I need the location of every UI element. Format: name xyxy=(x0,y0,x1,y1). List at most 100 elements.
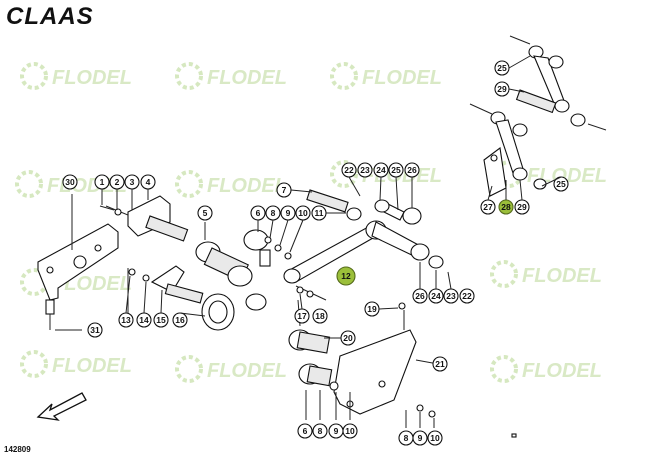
callout-label: 26 xyxy=(407,165,417,175)
callout-label: 25 xyxy=(391,165,401,175)
callout-27-inset[interactable]: 27 xyxy=(480,199,496,215)
callout-7[interactable]: 7 xyxy=(276,182,292,198)
lower-bracket-21 xyxy=(333,302,439,415)
callout-label: 9 xyxy=(418,433,423,443)
callout-6[interactable]: 6 xyxy=(250,205,266,221)
callout-24-top[interactable]: 24 xyxy=(373,162,389,178)
flange-disc xyxy=(150,265,235,331)
claas-logo: CLAAS xyxy=(6,3,94,30)
watermark-tile: FLODEL xyxy=(20,62,132,90)
callout-label: 5 xyxy=(203,208,208,218)
watermark-text: FLODEL xyxy=(527,165,607,187)
callout-label: 8 xyxy=(318,426,323,436)
callout-label: 7 xyxy=(282,185,287,195)
callout-21[interactable]: 21 xyxy=(432,356,448,372)
callout-label: 10 xyxy=(430,433,440,443)
leader-lines xyxy=(101,55,562,339)
callout-17[interactable]: 17 xyxy=(294,308,310,324)
callout-12[interactable]: 12 xyxy=(336,266,356,286)
callout-label: 11 xyxy=(315,208,324,218)
direction-arrow xyxy=(36,392,87,421)
callout-2[interactable]: 2 xyxy=(109,174,125,190)
callout-label: 3 xyxy=(130,177,135,187)
callout-label: 15 xyxy=(156,315,166,325)
callout-22-top[interactable]: 22 xyxy=(341,162,357,178)
callout-label: 6 xyxy=(256,208,261,218)
callout-10-bottom-right[interactable]: 10 xyxy=(427,430,443,446)
callout-label: 16 xyxy=(175,315,185,325)
callout-13[interactable]: 13 xyxy=(118,312,134,328)
callout-28-inset[interactable]: 28 xyxy=(498,199,514,215)
callout-label: 27 xyxy=(483,202,493,212)
callout-26-top[interactable]: 26 xyxy=(404,162,420,178)
callout-6-bottom[interactable]: 6 xyxy=(297,423,313,439)
callout-label: 29 xyxy=(517,202,527,212)
callout-label: 8 xyxy=(271,208,276,218)
callout-label: 10 xyxy=(345,426,355,436)
callout-15[interactable]: 15 xyxy=(153,312,169,328)
callout-label: 22 xyxy=(344,165,354,175)
callout-8[interactable]: 8 xyxy=(265,205,281,221)
callout-18[interactable]: 18 xyxy=(312,308,328,324)
callout-label: 2 xyxy=(115,177,120,187)
callout-label: 26 xyxy=(415,291,425,301)
callout-5[interactable]: 5 xyxy=(197,205,213,221)
lower-bearings xyxy=(288,299,436,428)
callout-label: 12 xyxy=(341,271,351,281)
callout-1[interactable]: 1 xyxy=(94,174,110,190)
watermark-tile: FLODEL xyxy=(330,62,442,90)
callout-10-bottom[interactable]: 10 xyxy=(342,423,358,439)
callout-3[interactable]: 3 xyxy=(124,174,140,190)
callout-22-right[interactable]: 22 xyxy=(459,288,475,304)
mounting-bracket-30 xyxy=(37,194,119,331)
callout-8-bottom[interactable]: 8 xyxy=(312,423,328,439)
callout-16[interactable]: 16 xyxy=(172,312,188,328)
callout-8-bottom-right[interactable]: 8 xyxy=(398,430,414,446)
callout-19[interactable]: 19 xyxy=(364,301,380,317)
watermark-tile: FLODEL xyxy=(20,350,132,378)
callout-14[interactable]: 14 xyxy=(136,312,152,328)
callout-label: 24 xyxy=(376,165,386,175)
callout-label: 18 xyxy=(315,311,325,321)
callout-label: 31 xyxy=(90,325,100,335)
watermark-tile: FLODEL xyxy=(490,260,602,288)
callout-24-right[interactable]: 24 xyxy=(428,288,444,304)
callout-23-right[interactable]: 23 xyxy=(443,288,459,304)
callout-29-inset-top[interactable]: 29 xyxy=(494,81,510,97)
callout-20[interactable]: 20 xyxy=(340,330,356,346)
callout-30[interactable]: 30 xyxy=(62,174,78,190)
callout-23-top[interactable]: 23 xyxy=(357,162,373,178)
callout-label: 1 xyxy=(100,177,105,187)
callout-26-right[interactable]: 26 xyxy=(412,288,428,304)
callout-11[interactable]: 11 xyxy=(311,205,327,221)
callout-label: 22 xyxy=(462,291,472,301)
callout-9[interactable]: 9 xyxy=(280,205,296,221)
watermark-text: FLODEL xyxy=(52,355,132,377)
callout-25-inset-top[interactable]: 25 xyxy=(494,60,510,76)
drawing-number: 142809 xyxy=(4,445,31,454)
callout-4[interactable]: 4 xyxy=(140,174,156,190)
watermark-text: FLODEL xyxy=(52,67,132,89)
callout-label: 4 xyxy=(146,177,151,187)
callout-label: 8 xyxy=(404,433,409,443)
main-lever-arm xyxy=(283,189,444,284)
callout-label: 6 xyxy=(303,426,308,436)
callout-label: 9 xyxy=(334,426,339,436)
watermark-text: FLODEL xyxy=(522,265,602,287)
watermark-text: FLODEL xyxy=(207,67,287,89)
callout-label: 24 xyxy=(431,291,441,301)
callout-31[interactable]: 31 xyxy=(87,322,103,338)
callout-label: 29 xyxy=(497,84,507,94)
callout-label: 10 xyxy=(298,208,308,218)
callout-label: 25 xyxy=(497,63,507,73)
detail-inset-right xyxy=(469,35,607,197)
callout-9-bottom-right[interactable]: 9 xyxy=(412,430,428,446)
callout-9-bottom[interactable]: 9 xyxy=(328,423,344,439)
callout-29-inset-bottom[interactable]: 29 xyxy=(514,199,530,215)
watermark-tile: FLODEL xyxy=(175,355,287,383)
callout-25-top[interactable]: 25 xyxy=(388,162,404,178)
watermark-tile: FLODEL xyxy=(490,355,602,383)
callout-10[interactable]: 10 xyxy=(295,205,311,221)
